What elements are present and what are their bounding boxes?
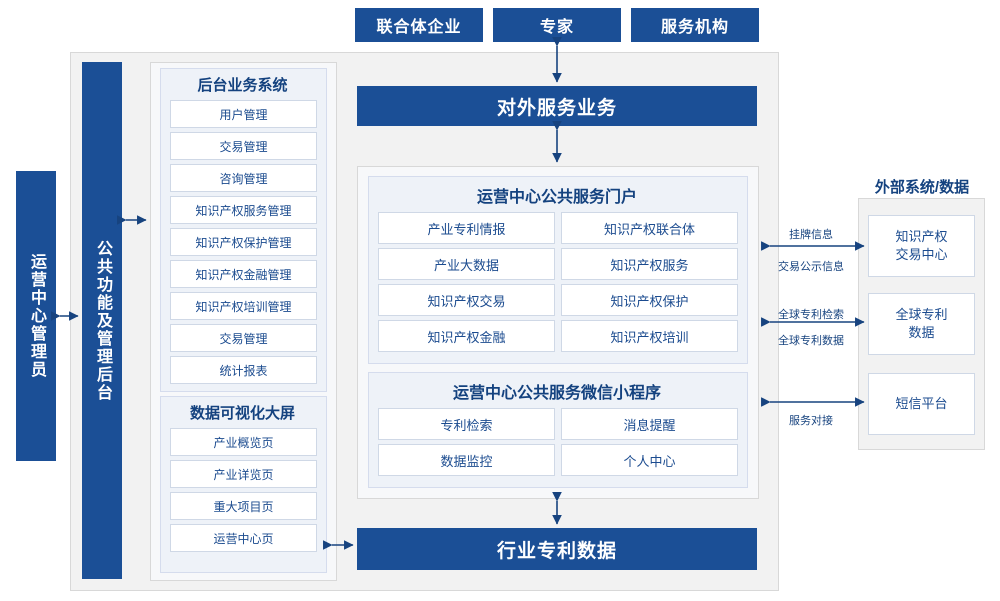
visualization-title: 数据可视化大屏 — [189, 404, 295, 422]
external-item-2[interactable]: 短信平台 — [868, 373, 975, 435]
portal-item-2[interactable]: 产业大数据 — [378, 248, 555, 280]
common-backend-column-label: 公共功能及管理后台 — [94, 239, 111, 402]
external-connector-label-1: 交易公示信息 — [778, 261, 844, 273]
portal-item-7[interactable]: 知识产权培训 — [561, 320, 738, 352]
portal-item-0[interactable]: 产业专利情报 — [378, 212, 555, 244]
backend-system-item-8[interactable]: 统计报表 — [170, 356, 317, 384]
backend-system-title: 后台业务系统 — [197, 76, 288, 94]
portal-item-6[interactable]: 知识产权金融 — [378, 320, 555, 352]
miniprogram-item-3[interactable]: 个人中心 — [561, 444, 738, 476]
visualization-item-0[interactable]: 产业概览页 — [170, 428, 317, 456]
bottom-bar: 行业专利数据 — [357, 528, 757, 570]
external-title: 外部系统/数据 — [874, 178, 970, 196]
external-connector-label-3: 全球专利数据 — [778, 335, 844, 347]
external-item-0[interactable]: 知识产权 交易中心 — [868, 215, 975, 277]
external-connector-label-2: 全球专利检索 — [778, 309, 844, 321]
backend-system-item-5[interactable]: 知识产权金融管理 — [170, 260, 317, 288]
backend-system-item-3[interactable]: 知识产权服务管理 — [170, 196, 317, 224]
miniprogram-item-0[interactable]: 专利检索 — [378, 408, 555, 440]
external-connector-label-4: 服务对接 — [789, 415, 833, 427]
miniprogram-item-1[interactable]: 消息提醒 — [561, 408, 738, 440]
backend-system-item-4[interactable]: 知识产权保护管理 — [170, 228, 317, 256]
external-service-title: 对外服务业务 — [357, 86, 757, 126]
portal-item-1[interactable]: 知识产权联合体 — [561, 212, 738, 244]
operator-column: 运营中心管理员 — [16, 171, 56, 461]
operator-column-label: 运营中心管理员 — [28, 253, 45, 379]
portal-title: 运营中心公共服务门户 — [476, 189, 637, 206]
top-bar-item-1[interactable]: 专家 — [493, 8, 621, 42]
backend-system-item-6[interactable]: 知识产权培训管理 — [170, 292, 317, 320]
backend-system-item-2[interactable]: 咨询管理 — [170, 164, 317, 192]
portal-item-4[interactable]: 知识产权交易 — [378, 284, 555, 316]
top-bar-item-0[interactable]: 联合体企业 — [355, 8, 483, 42]
portal-item-5[interactable]: 知识产权保护 — [561, 284, 738, 316]
backend-system-item-1[interactable]: 交易管理 — [170, 132, 317, 160]
top-bar-item-2[interactable]: 服务机构 — [631, 8, 759, 42]
backend-system-item-7[interactable]: 交易管理 — [170, 324, 317, 352]
visualization-item-2[interactable]: 重大项目页 — [170, 492, 317, 520]
visualization-item-3[interactable]: 运营中心页 — [170, 524, 317, 552]
portal-item-3[interactable]: 知识产权服务 — [561, 248, 738, 280]
common-backend-column: 公共功能及管理后台 — [82, 62, 122, 579]
backend-system-item-0[interactable]: 用户管理 — [170, 100, 317, 128]
external-item-1[interactable]: 全球专利 数据 — [868, 293, 975, 355]
visualization-item-1[interactable]: 产业详览页 — [170, 460, 317, 488]
miniprogram-item-2[interactable]: 数据监控 — [378, 444, 555, 476]
external-connector-label-0: 挂牌信息 — [789, 229, 833, 241]
miniprogram-title: 运营中心公共服务微信小程序 — [452, 385, 661, 402]
